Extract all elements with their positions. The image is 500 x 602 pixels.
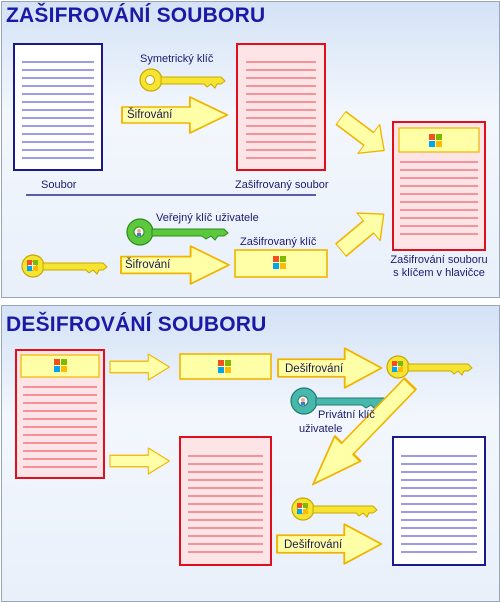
public-key-label: Veřejný klíč uživatele	[156, 212, 259, 224]
result-label-line2: s klíčem v hlavičce	[393, 267, 485, 279]
file-label: Soubor	[41, 179, 77, 191]
extracted-encrypted-key-box	[179, 353, 272, 380]
private-key-label-line1: Privátní klíč	[318, 409, 375, 421]
encrypt-action-label-1: Šifrování	[127, 109, 173, 121]
encrypted-source-document	[15, 349, 105, 479]
combine-arrow-down	[329, 102, 396, 166]
decrypted-symmetric-key-icon	[386, 355, 473, 379]
public-key-icon	[126, 218, 229, 246]
encrypt-action-label-2: Šifrování	[125, 259, 171, 271]
symmetric-key-decrypt-icon	[291, 497, 378, 521]
symmetric-key-icon	[139, 68, 226, 92]
encrypted-key-box	[234, 249, 328, 278]
encrypted-key-label: Zašifrovaný klíč	[240, 236, 317, 248]
encrypted-file-with-key-document	[392, 121, 486, 251]
symmetric-key-small-icon	[21, 254, 108, 278]
original-file-document	[13, 43, 103, 171]
symmetric-key-label: Symetrický klíč	[140, 53, 214, 65]
extract-key-arrow	[109, 353, 170, 381]
decrypted-file-document	[392, 436, 486, 566]
result-label-line1: Zašifrování souboru	[390, 254, 488, 266]
encrypted-file-document	[236, 43, 326, 171]
encryption-title: ZAŠIFROVÁNÍ SOUBORU	[6, 4, 266, 27]
decrypt-action-label-2: Dešifrování	[284, 539, 343, 551]
extract-content-arrow	[109, 447, 170, 475]
private-key-label-line2: uživatele	[299, 423, 343, 435]
encrypted-content-document	[179, 436, 272, 566]
encrypted-file-label: Zašifrovaný soubor	[235, 179, 329, 191]
decrypt-action-label-1: Dešifrování	[285, 363, 344, 375]
decryption-title: DEŠIFROVÁNÍ SOUBORU	[6, 313, 267, 336]
